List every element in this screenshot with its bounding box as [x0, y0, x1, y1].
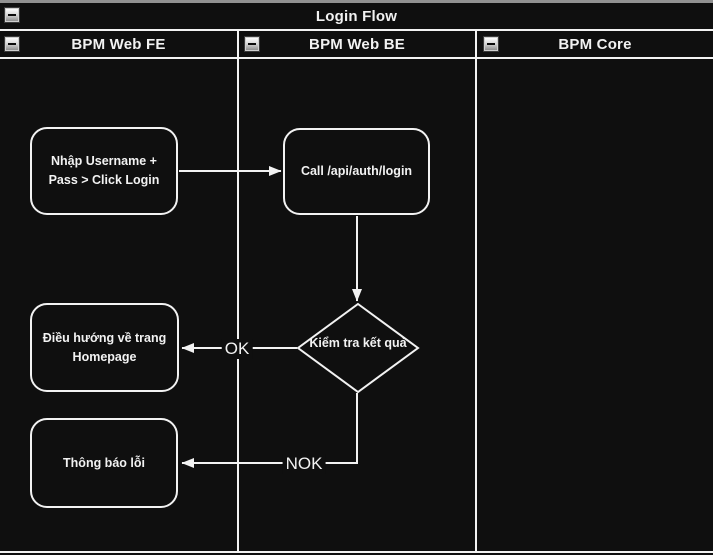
- lane-label: BPM Core: [558, 35, 632, 53]
- edge-label-ok: OK: [221, 339, 253, 359]
- minus-glyph: [248, 43, 256, 45]
- collapse-icon[interactable]: [5, 8, 19, 22]
- edge-label-nok: NOK: [282, 454, 326, 474]
- collapse-icon[interactable]: [5, 37, 19, 51]
- title-separator-line: [0, 29, 713, 31]
- header-separator-line: [0, 57, 713, 59]
- lane-header-bpm-core[interactable]: BPM Core: [477, 31, 713, 57]
- edge-check-to-error-nok: [181, 393, 358, 468]
- collapse-icon[interactable]: [245, 37, 259, 51]
- minus-glyph: [487, 43, 495, 45]
- minus-glyph: [8, 43, 16, 45]
- node-error-message[interactable]: Thông báo lỗi: [30, 418, 178, 508]
- node-label: Nhập Username + Pass > Click Login: [48, 154, 160, 187]
- lane-header-bpm-web-be[interactable]: BPM Web BE: [239, 31, 475, 57]
- decision-diamond-label: Kiểm tra kết quả: [309, 336, 407, 350]
- decision-diamond-shape[interactable]: [296, 302, 420, 394]
- window-top-edge: [0, 0, 713, 3]
- node-call-api[interactable]: Call /api/auth/login: [283, 128, 430, 215]
- collapse-icon[interactable]: [484, 37, 498, 51]
- lane-label: BPM Web BE: [309, 35, 405, 53]
- node-label: Điều hướng về trang Homepage: [42, 330, 167, 364]
- lane-divider-2: [475, 31, 477, 553]
- lane-label: BPM Web FE: [71, 35, 166, 53]
- pool-bottom-border: [0, 551, 713, 553]
- lane-divider-1: [237, 31, 239, 553]
- node-input-login[interactable]: Nhập Username + Pass > Click Login: [30, 127, 178, 215]
- node-redirect-home[interactable]: Điều hướng về trang Homepage: [30, 303, 179, 392]
- pool-title: Login Flow: [315, 7, 398, 25]
- pool-title-bar[interactable]: Login Flow: [0, 3, 713, 29]
- minus-glyph: [8, 14, 16, 16]
- node-label: Call /api/auth/login: [300, 164, 413, 179]
- node-label: Thông báo lỗi: [63, 455, 145, 470]
- lane-header-bpm-web-fe[interactable]: BPM Web FE: [0, 31, 237, 57]
